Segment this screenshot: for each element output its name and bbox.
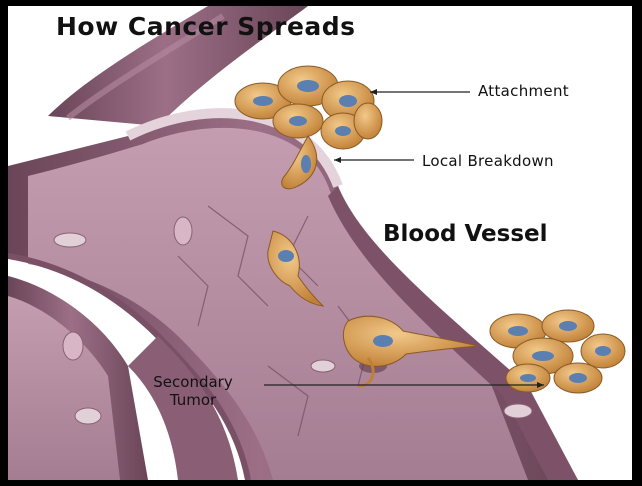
illustration-frame: How Cancer Spreads Attachment Local Brea… — [8, 6, 632, 480]
secondary-tumor-label: Secondary Tumor — [128, 373, 258, 409]
local-breakdown-label: Local Breakdown — [422, 152, 554, 170]
attachment-label: Attachment — [478, 82, 569, 100]
secondary-tumor-label-line2: Tumor — [128, 391, 258, 409]
secondary-tumor-cluster — [490, 310, 625, 393]
secondary-tumor-label-line1: Secondary — [128, 373, 258, 391]
diagram-title: How Cancer Spreads — [56, 12, 356, 41]
blood-vessel-label: Blood Vessel — [383, 221, 548, 247]
